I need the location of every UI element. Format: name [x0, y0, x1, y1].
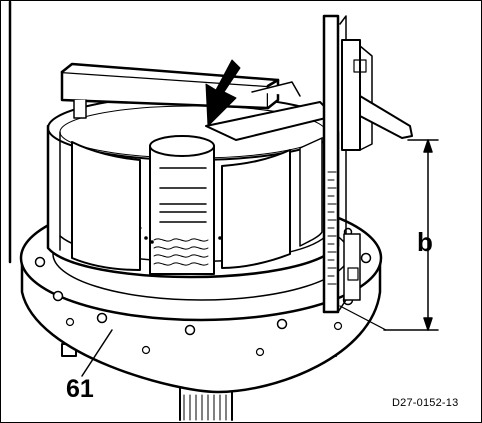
clutch-shoes [71, 137, 323, 271]
depth-gauge [322, 14, 413, 314]
dimension-b-line [339, 139, 439, 331]
inner-piston [130, 135, 240, 275]
dimension-label-b: b [417, 227, 433, 257]
bottom-shaft [179, 387, 233, 421]
drawing-code: D27-0152-13 [392, 397, 459, 409]
part-number-label: 61 [66, 375, 94, 403]
part-61-leader [81, 329, 113, 377]
down-arrow-icon [205, 59, 241, 127]
